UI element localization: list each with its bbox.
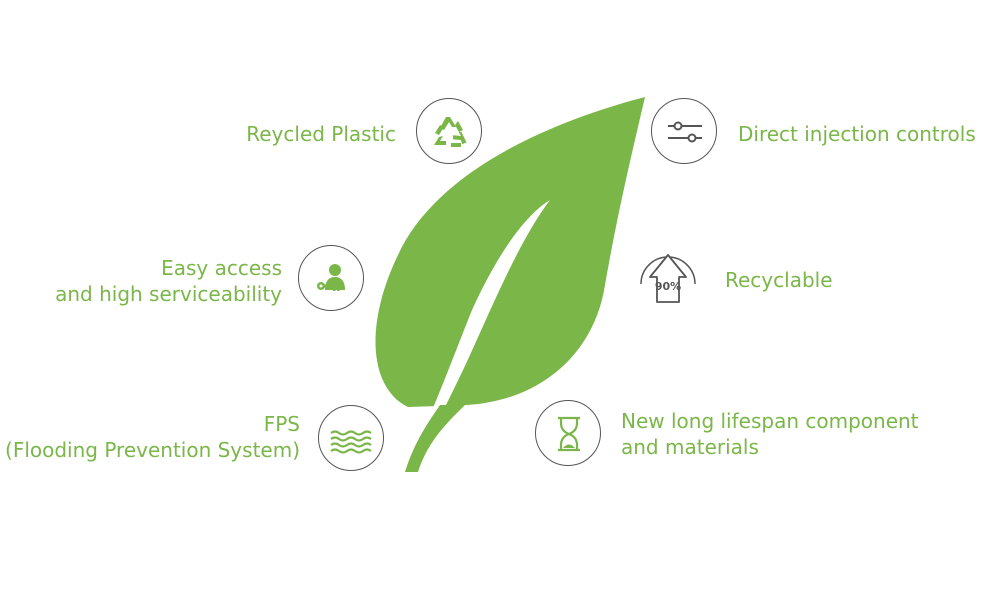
sliders-circle — [651, 98, 717, 164]
hourglass-icon — [558, 416, 580, 452]
label-easy-access: Easy access and high serviceability — [55, 256, 282, 306]
person-key-icon — [317, 264, 345, 291]
leaf-stem-lower — [405, 405, 465, 472]
house-percent-circle: 90% — [633, 244, 699, 310]
recycle-circle — [416, 98, 482, 164]
label-direct-injection: Direct injection controls — [738, 122, 976, 146]
person-key-circle — [298, 245, 364, 311]
label-recycled-plastic: Reycled Plastic — [246, 122, 396, 146]
leaf-stem — [405, 200, 550, 470]
waves-icon — [330, 430, 372, 454]
recycle-icon — [434, 117, 467, 147]
waves-circle — [318, 405, 384, 471]
house-percent-icon: 90% — [640, 254, 696, 303]
sliders-icon — [668, 121, 702, 143]
label-lifespan: New long lifespan component and material… — [621, 409, 919, 459]
label-fps: FPS (Flooding Prevention System) — [5, 412, 300, 462]
recyclable-percent-badge: 90% — [655, 280, 681, 293]
hourglass-circle — [535, 400, 601, 466]
label-recyclable: Recyclable — [725, 268, 833, 292]
